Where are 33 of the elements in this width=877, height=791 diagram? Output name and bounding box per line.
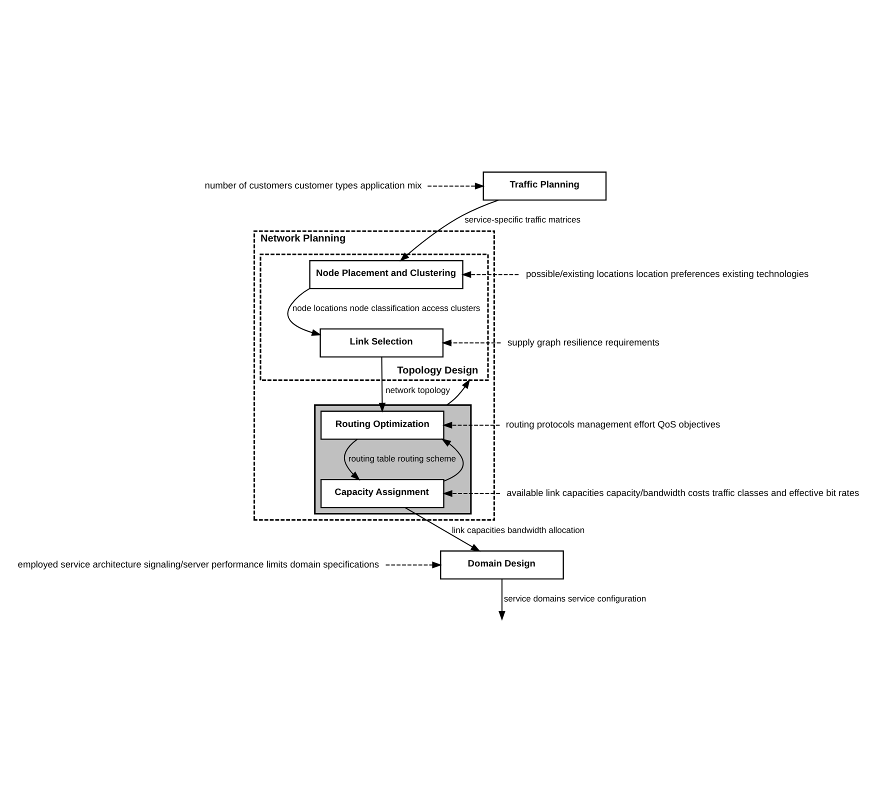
arrow [442,339,501,346]
edge-label: routing table routing scheme [348,453,456,464]
arrow [461,270,519,278]
cluster [314,404,472,514]
node-text: available link capacities capacity/bandwidth costs traffic classes and effective bit rates [506,487,860,498]
arrow [446,378,470,405]
edge-label: service-specific traffic matrices [464,214,581,224]
node-box: Routing Optimization [320,410,444,440]
node-box: Traffic Planning [482,171,607,200]
node-box: Domain Design [440,550,564,580]
edge-label: service domains service configuration [504,592,646,603]
arrow [400,199,499,261]
node-box: Capacity Assignment [320,478,444,508]
edge-label: node locations node classification access clusters [292,302,480,312]
arrow [428,182,485,190]
arrow [442,490,500,496]
arrow [441,438,464,482]
node-box: Node Placement and Clustering [309,260,464,289]
arrow [442,421,500,428]
node-text: employed service architecture signaling/server performance limits domain specifications [18,558,379,569]
edge-label: network topology [385,384,450,395]
node-text: supply graph resilience requirements [508,336,660,347]
arrow [287,288,322,336]
arrow [386,561,442,568]
edge-label: link capacities bandwidth allocation [452,524,585,534]
node-text: routing protocols management effort QoS objectives [506,419,720,430]
arrow [404,506,481,552]
node-text: possible/existing locations location preferences existing technologies [526,268,809,279]
node-text: number of customers customer types application mix [204,180,422,190]
arrow [344,438,360,480]
arrow [498,578,506,620]
node-box: Link Selection [320,328,444,357]
arrow [378,356,386,412]
